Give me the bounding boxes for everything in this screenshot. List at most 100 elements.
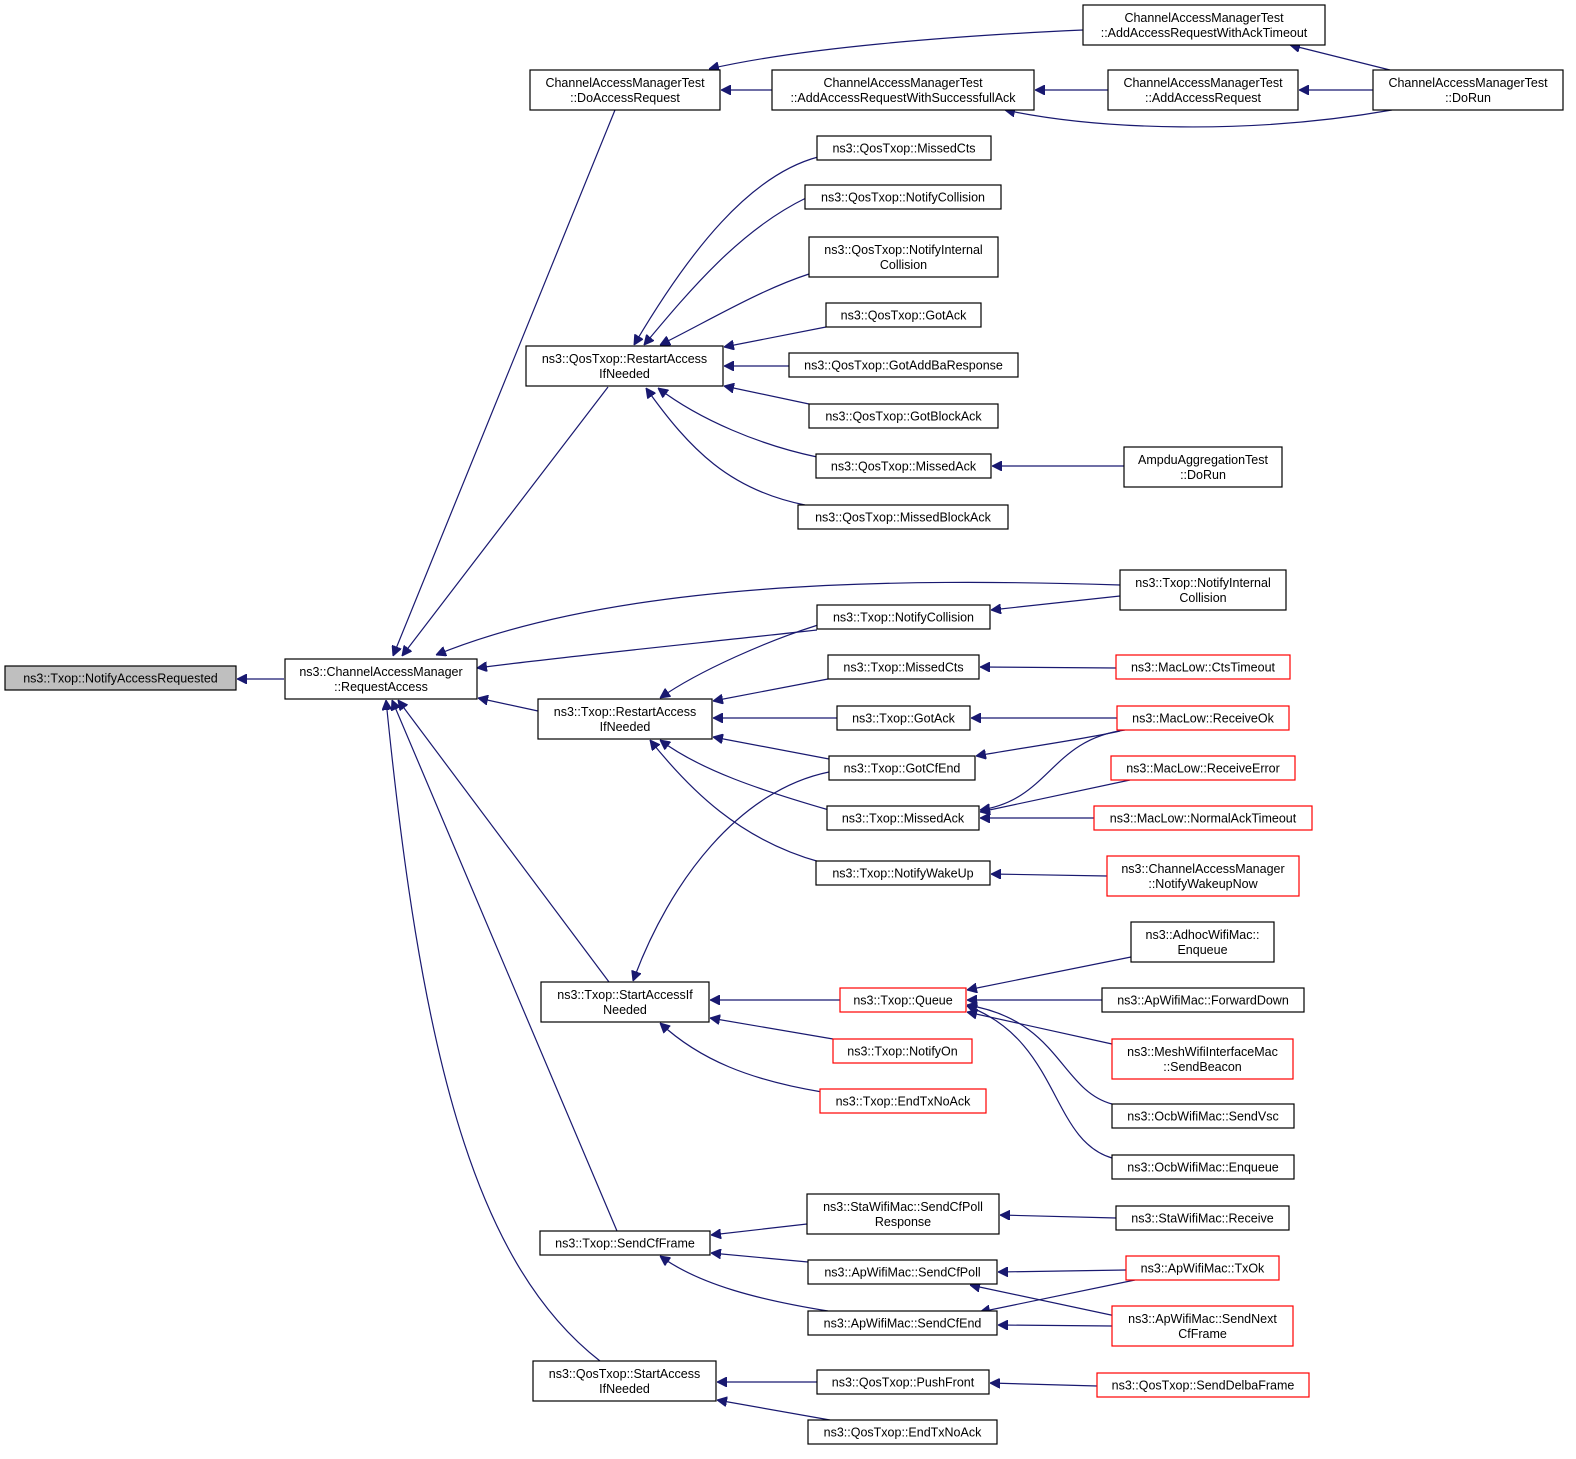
node-label: Response — [875, 1215, 931, 1229]
node-mesh[interactable]: ns3::MeshWifiInterfaceMac::SendBeacon — [1111, 1038, 1294, 1080]
node-ap-fwd[interactable]: ns3::ApWifiMac::ForwardDown — [1101, 987, 1305, 1013]
node-t-sendcf[interactable]: ns3::Txop::SendCfFrame — [539, 1230, 711, 1256]
node-label: ns3::ApWifiMac::SendNext — [1128, 1312, 1277, 1326]
node-box — [1101, 987, 1305, 1013]
node-root[interactable]: ns3::Txop::NotifyAccessRequested — [4, 665, 237, 691]
node-label: ns3::Txop::NotifyCollision — [833, 611, 974, 625]
edge-qstart_camreq — [386, 700, 601, 1362]
node-label: ChannelAccessManagerTest — [1124, 11, 1284, 25]
edge-aptxok_apcfend — [980, 1279, 1136, 1312]
node-label: ns3::QosTxop::SendDelbaFrame — [1112, 1379, 1295, 1393]
node-box — [797, 504, 1009, 530]
edge-ocbvsc_tqueue — [967, 1005, 1113, 1105]
node-q-gotack[interactable]: ns3::QosTxop::GotAck — [825, 302, 982, 328]
node-ml-receiveerr[interactable]: ns3::MacLow::ReceiveError — [1110, 755, 1296, 781]
node-camt-success[interactable]: ChannelAccessManagerTest::AddAccessReque… — [771, 69, 1035, 111]
edge-trestart_camreq — [478, 698, 539, 712]
node-sta-recv[interactable]: ns3::StaWifiMac::Receive — [1115, 1205, 1290, 1231]
node-label: ns3::MacLow::CtsTimeout — [1131, 661, 1276, 675]
node-box — [1111, 1154, 1295, 1180]
node-t-missedcts[interactable]: ns3::Txop::MissedCts — [827, 654, 980, 680]
node-label: ns3::ChannelAccessManager — [299, 665, 462, 679]
node-label: ::DoRun — [1180, 468, 1226, 482]
node-box — [1106, 855, 1300, 897]
edge-ocbenq_tqueue — [967, 1006, 1113, 1159]
node-ampdu[interactable]: AmpduAggregationTest::DoRun — [1123, 446, 1283, 488]
node-box — [806, 1193, 1000, 1235]
node-camt-add[interactable]: ChannelAccessManagerTest::AddAccessReque… — [1107, 69, 1299, 111]
edge-camdo_camreq — [393, 109, 616, 656]
node-ap-sendcfend[interactable]: ns3::ApWifiMac::SendCfEnd — [807, 1310, 998, 1336]
node-camt-timeout[interactable]: ChannelAccessManagerTest::AddAccessReque… — [1082, 4, 1326, 46]
node-box — [537, 698, 713, 740]
node-t-gotcfend[interactable]: ns3::Txop::GotCfEnd — [828, 755, 976, 781]
node-box — [815, 453, 992, 479]
edge-tsendcf_camreq — [392, 700, 618, 1232]
node-q-pushfront[interactable]: ns3::QosTxop::PushFront — [816, 1369, 990, 1395]
node-q-missedblock[interactable]: ns3::QosTxop::MissedBlockAck — [797, 504, 1009, 530]
edge-qmissedcts_qrestart — [634, 156, 819, 345]
node-label: Collision — [1179, 591, 1226, 605]
node-label: ns3::ChannelAccessManager — [1121, 862, 1284, 876]
node-label: ns3::MacLow::NormalAckTimeout — [1110, 812, 1297, 826]
node-box — [832, 1038, 973, 1064]
node-ap-txok[interactable]: ns3::ApWifiMac::TxOk — [1125, 1255, 1280, 1281]
node-t-endtx[interactable]: ns3::Txop::EndTxNoAck — [819, 1088, 987, 1114]
node-adhoc[interactable]: ns3::AdhocWifiMac::Enqueue — [1130, 921, 1275, 963]
edge-qmissedblock_qrestart — [646, 388, 806, 506]
node-q-notifycoll[interactable]: ns3::QosTxop::NotifyCollision — [804, 184, 1002, 210]
node-label: ns3::Txop::NotifyWakeUp — [832, 867, 973, 881]
node-label: ChannelAccessManagerTest — [1388, 76, 1548, 90]
node-label: ns3::Txop::EndTxNoAck — [836, 1095, 972, 1109]
node-box — [1130, 921, 1275, 963]
node-box — [816, 604, 991, 630]
edge-camtrun_camttimeout — [1290, 45, 1391, 71]
edge-qnotifycoll_qrestart — [644, 197, 807, 345]
node-box — [284, 658, 478, 700]
node-ml-receiveok[interactable]: ns3::MacLow::ReceiveOk — [1116, 705, 1290, 731]
node-q-senddelba[interactable]: ns3::QosTxop::SendDelbaFrame — [1096, 1372, 1310, 1398]
node-t-missedack[interactable]: ns3::Txop::MissedAck — [826, 805, 980, 831]
node-label: ns3::QosTxop::GotAddBaResponse — [804, 359, 1003, 373]
node-cam-wakeup[interactable]: ns3::ChannelAccessManager::NotifyWakeupN… — [1106, 855, 1300, 897]
node-camt-do[interactable]: ChannelAccessManagerTest::DoAccessReques… — [529, 69, 721, 111]
node-ocb-vsc[interactable]: ns3::OcbWifiMac::SendVsc — [1111, 1103, 1295, 1129]
node-ap-sendcfpoll[interactable]: ns3::ApWifiMac::SendCfPoll — [807, 1259, 998, 1285]
node-label: ns3::QosTxop::GotBlockAck — [825, 410, 982, 424]
node-cam-req[interactable]: ns3::ChannelAccessManager::RequestAccess — [284, 658, 478, 700]
node-box — [819, 1088, 987, 1114]
node-q-missedcts[interactable]: ns3::QosTxop::MissedCts — [816, 135, 992, 161]
node-ml-ctstimeout[interactable]: ns3::MacLow::CtsTimeout — [1115, 654, 1291, 680]
node-box — [827, 654, 980, 680]
node-q-endtx[interactable]: ns3::QosTxop::EndTxNoAck — [807, 1419, 998, 1445]
node-box — [532, 1360, 717, 1402]
node-box — [529, 69, 721, 111]
node-camt-run[interactable]: ChannelAccessManagerTest::DoRun — [1372, 69, 1564, 111]
edge-aptxok_apcfpoll — [998, 1270, 1127, 1272]
node-label: ns3::QosTxop::EndTxNoAck — [824, 1426, 982, 1440]
node-label: ns3::MacLow::ReceiveOk — [1132, 712, 1274, 726]
node-label: ns3::Txop::NotifyOn — [847, 1045, 958, 1059]
node-q-gotblock[interactable]: ns3::QosTxop::GotBlockAck — [808, 403, 999, 429]
node-label: IfNeeded — [599, 1382, 650, 1396]
node-t-queue[interactable]: ns3::Txop::Queue — [839, 987, 967, 1013]
node-q-gotaddba[interactable]: ns3::QosTxop::GotAddBaResponse — [788, 352, 1019, 378]
node-q-missedack[interactable]: ns3::QosTxop::MissedAck — [815, 453, 992, 479]
node-t-notifycoll[interactable]: ns3::Txop::NotifyCollision — [816, 604, 991, 630]
node-t-notifyon[interactable]: ns3::Txop::NotifyOn — [832, 1038, 973, 1064]
node-ocb-enq[interactable]: ns3::OcbWifiMac::Enqueue — [1111, 1154, 1295, 1180]
node-ml-normalack[interactable]: ns3::MacLow::NormalAckTimeout — [1093, 805, 1313, 831]
node-label: ns3::MacLow::ReceiveError — [1126, 762, 1280, 776]
node-t-gotack[interactable]: ns3::Txop::GotAck — [836, 705, 971, 731]
node-t-wakeup[interactable]: ns3::Txop::NotifyWakeUp — [815, 860, 991, 886]
node-label: ns3::QosTxop::MissedCts — [832, 142, 975, 156]
